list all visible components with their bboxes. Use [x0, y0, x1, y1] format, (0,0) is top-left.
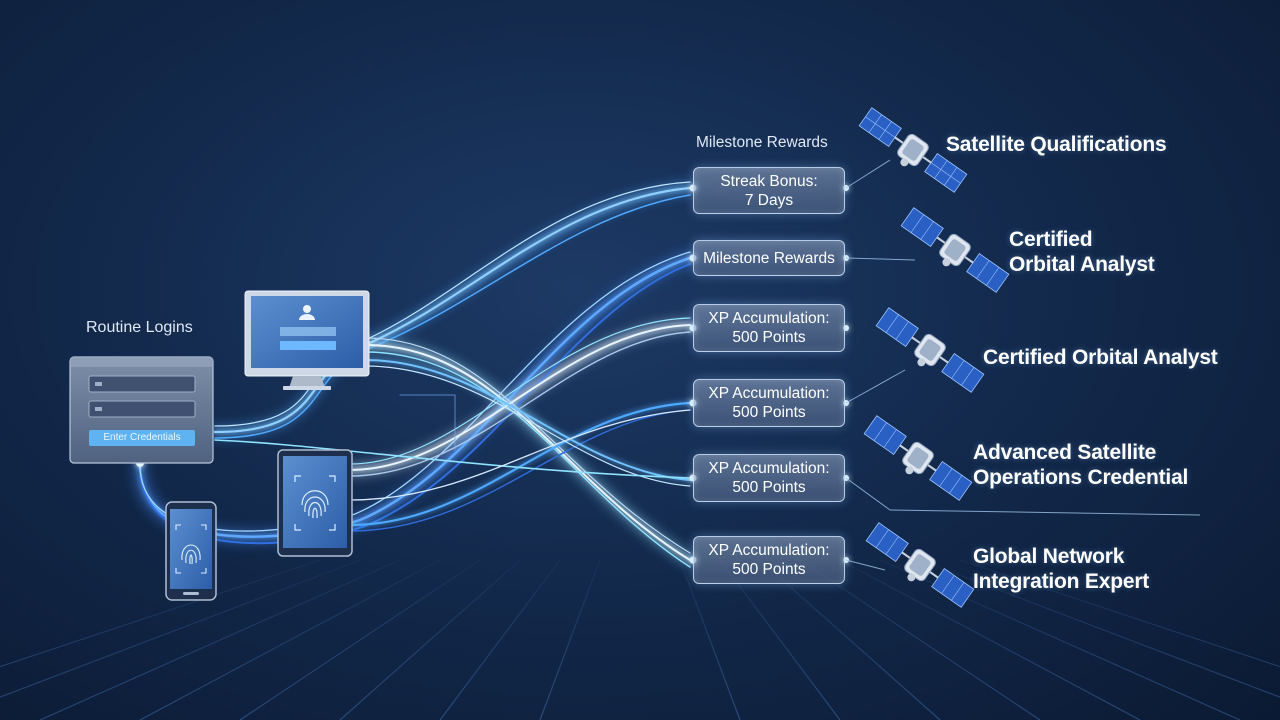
reward-line2: 500 Points	[732, 561, 806, 578]
reward-line2: 500 Points	[732, 404, 806, 421]
reward-line2: 7 Days	[744, 191, 794, 209]
satellite-connectors	[845, 159, 1201, 571]
reward-line1: XP Accumulation:	[708, 310, 830, 327]
credential-line1: Certified	[1009, 228, 1093, 251]
credential-line1: Global Network	[973, 545, 1125, 568]
credential-line2: Integration Expert	[973, 570, 1150, 593]
reward-line1: Streak Bonus:	[720, 172, 818, 190]
reward-line2: 500 Points	[732, 329, 806, 346]
reward-line1: Milestone Rewards	[703, 249, 835, 267]
tablet-device	[277, 449, 353, 557]
milestone-rewards-header: Milestone Rewards	[696, 134, 828, 151]
reward-box-streak: Streak Bonus: 7 Days	[693, 167, 845, 214]
reward-line1: XP Accumulation:	[708, 460, 830, 477]
enter-credentials-button[interactable]: Enter Credentials	[89, 430, 195, 446]
credential-line1: Certified Orbital Analyst	[983, 346, 1218, 369]
satellite-icon	[863, 415, 973, 501]
credential-satellite-qualifications: Satellite Qualifications	[946, 132, 1167, 157]
credential-line2: Operations Credential	[973, 466, 1189, 489]
credential-global-network: Global Network Integration Expert	[973, 544, 1149, 594]
satellite-icon	[865, 522, 975, 608]
fingerprint-icon	[175, 524, 207, 574]
username-field[interactable]	[88, 375, 196, 393]
user-icon	[299, 305, 315, 320]
fingerprint-icon	[294, 475, 336, 531]
reward-box-milestone: Milestone Rewards	[693, 240, 845, 276]
credential-line2: Orbital Analyst	[1009, 253, 1155, 276]
routine-logins-label: Routine Logins	[86, 319, 193, 336]
credential-line1: Satellite Qualifications	[946, 133, 1167, 156]
credential-certified-orbital-analyst-1: Certified Orbital Analyst	[1009, 227, 1155, 277]
reward-box-xp-2: XP Accumulation: 500 Points	[693, 379, 845, 427]
reward-box-xp-1: XP Accumulation: 500 Points	[693, 304, 845, 352]
reward-box-xp-3: XP Accumulation: 500 Points	[693, 454, 845, 502]
reward-box-xp-4: XP Accumulation: 500 Points	[693, 536, 845, 584]
credential-line1: Advanced Satellite	[973, 441, 1157, 464]
credential-certified-orbital-analyst-2: Certified Orbital Analyst	[983, 345, 1218, 370]
login-panel	[69, 356, 214, 464]
reward-line1: XP Accumulation:	[708, 542, 830, 559]
phone-device	[165, 501, 217, 601]
credential-advanced-satellite: Advanced Satellite Operations Credential	[973, 440, 1188, 490]
satellite-icon	[900, 207, 1010, 293]
desktop-monitor	[244, 290, 370, 390]
reward-line2: 500 Points	[732, 479, 806, 496]
reward-line1: XP Accumulation:	[708, 385, 830, 402]
password-field[interactable]	[88, 400, 196, 418]
satellite-icon	[858, 107, 968, 193]
satellite-icon	[875, 307, 985, 393]
